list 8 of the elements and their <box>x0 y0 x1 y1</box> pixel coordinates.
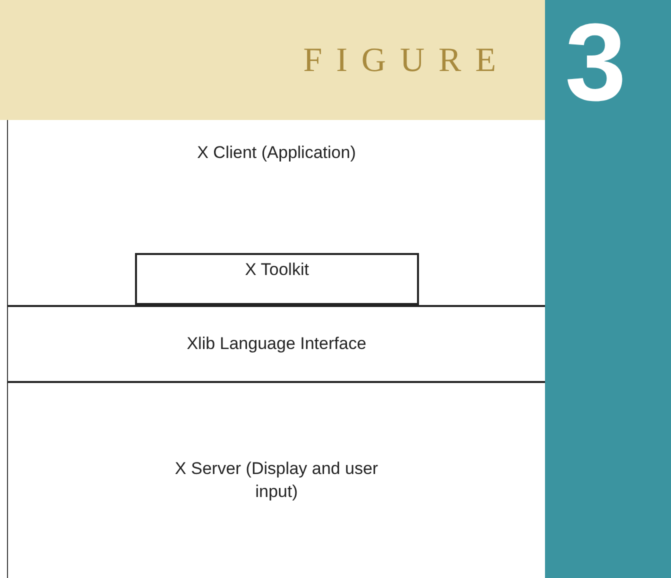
figure-title: FIGURE <box>303 42 510 80</box>
figure-number: 3 <box>565 8 626 118</box>
layer-band <box>7 305 545 383</box>
layer-label: X Server (Display and user input) <box>174 458 380 503</box>
layer-label: X Client (Application) <box>196 142 357 164</box>
layer-box <box>135 253 419 305</box>
layer-label: Xlib Language Interface <box>186 332 368 355</box>
layer-label: X Toolkit <box>244 259 310 281</box>
